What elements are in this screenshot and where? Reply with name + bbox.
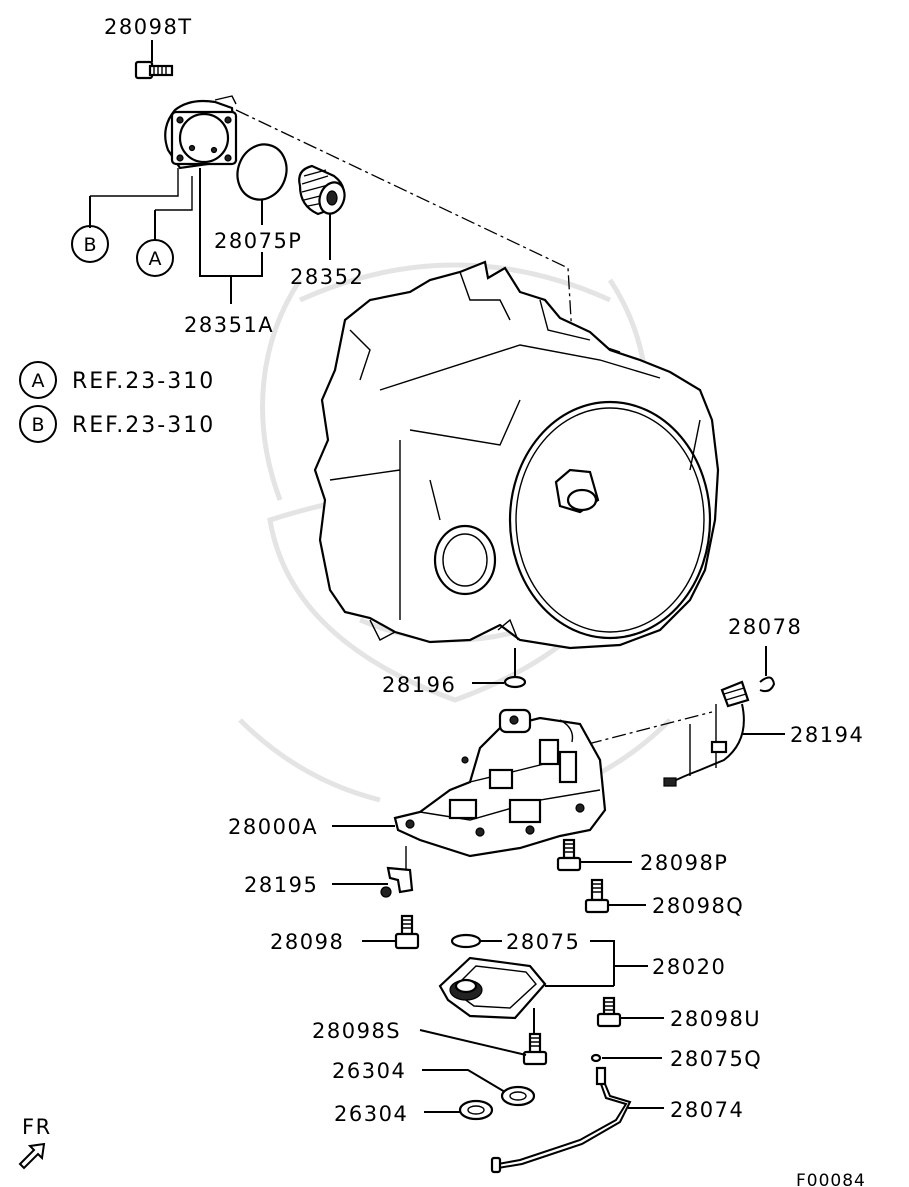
label-28098Q: 28098Q	[652, 894, 744, 918]
label-28000A: 28000A	[228, 815, 318, 839]
label-28196: 28196	[382, 673, 456, 697]
gasket-28196	[503, 675, 527, 689]
label-28352: 28352	[290, 265, 364, 289]
callout-circle-a	[136, 239, 174, 277]
label-26304-a: 26304	[332, 1059, 406, 1083]
bolt-28098Q	[584, 878, 610, 914]
label-26304-b: 26304	[334, 1102, 408, 1126]
label-28195: 28195	[244, 873, 318, 897]
o-ring-28075P	[236, 143, 288, 201]
ref-mark-a: A	[32, 370, 45, 392]
tube-28074	[490, 1066, 632, 1174]
label-28075P: 28075P	[214, 229, 302, 253]
label-28075: 28075	[506, 930, 580, 954]
label-28075Q: 28075Q	[670, 1047, 762, 1071]
label-28098U: 28098U	[670, 1007, 761, 1031]
ref-text-b: REF.23-310	[72, 413, 215, 438]
label-28098T: 28098T	[104, 15, 193, 39]
bolt-28098S	[522, 1032, 548, 1066]
transaxle-housing	[313, 260, 720, 650]
harness-28194	[663, 680, 750, 787]
bolt-28098	[394, 914, 420, 950]
label-28078: 28078	[728, 615, 802, 639]
bolt-28098U	[596, 996, 622, 1028]
valve-body-28000A	[393, 708, 607, 858]
label-28098: 28098	[270, 930, 344, 954]
front-arrow-icon	[18, 1142, 46, 1170]
washer-26304-b	[458, 1099, 494, 1121]
callout-mark-a: A	[149, 248, 162, 270]
callout-circle-b	[71, 225, 109, 263]
callout-mark-b: B	[83, 234, 96, 256]
cover-28351A	[164, 95, 238, 170]
label-28351A: 28351A	[184, 313, 274, 337]
label-28194: 28194	[790, 723, 864, 747]
filter-28352	[298, 164, 346, 216]
ref-mark-circle-a	[19, 361, 57, 399]
washer-26304-a	[500, 1085, 536, 1107]
ref-text-a: REF.23-310	[72, 369, 215, 394]
strainer-28020	[438, 956, 547, 1020]
diagram-id: F00084	[796, 1171, 866, 1187]
label-28020: 28020	[652, 955, 726, 979]
bolt-28098P	[556, 838, 582, 872]
label-28074: 28074	[670, 1098, 744, 1122]
ref-mark-circle-b	[19, 405, 57, 443]
bolt-28098T	[134, 60, 174, 80]
clip-28078	[759, 676, 776, 693]
o-ring-28075	[450, 933, 482, 949]
label-28098P: 28098P	[640, 851, 728, 875]
gasket-28075Q	[590, 1053, 602, 1063]
ref-mark-b: B	[31, 414, 44, 436]
bracket-28195	[380, 846, 414, 898]
label-28098S: 28098S	[312, 1019, 401, 1043]
orientation-label: FR	[22, 1115, 52, 1139]
